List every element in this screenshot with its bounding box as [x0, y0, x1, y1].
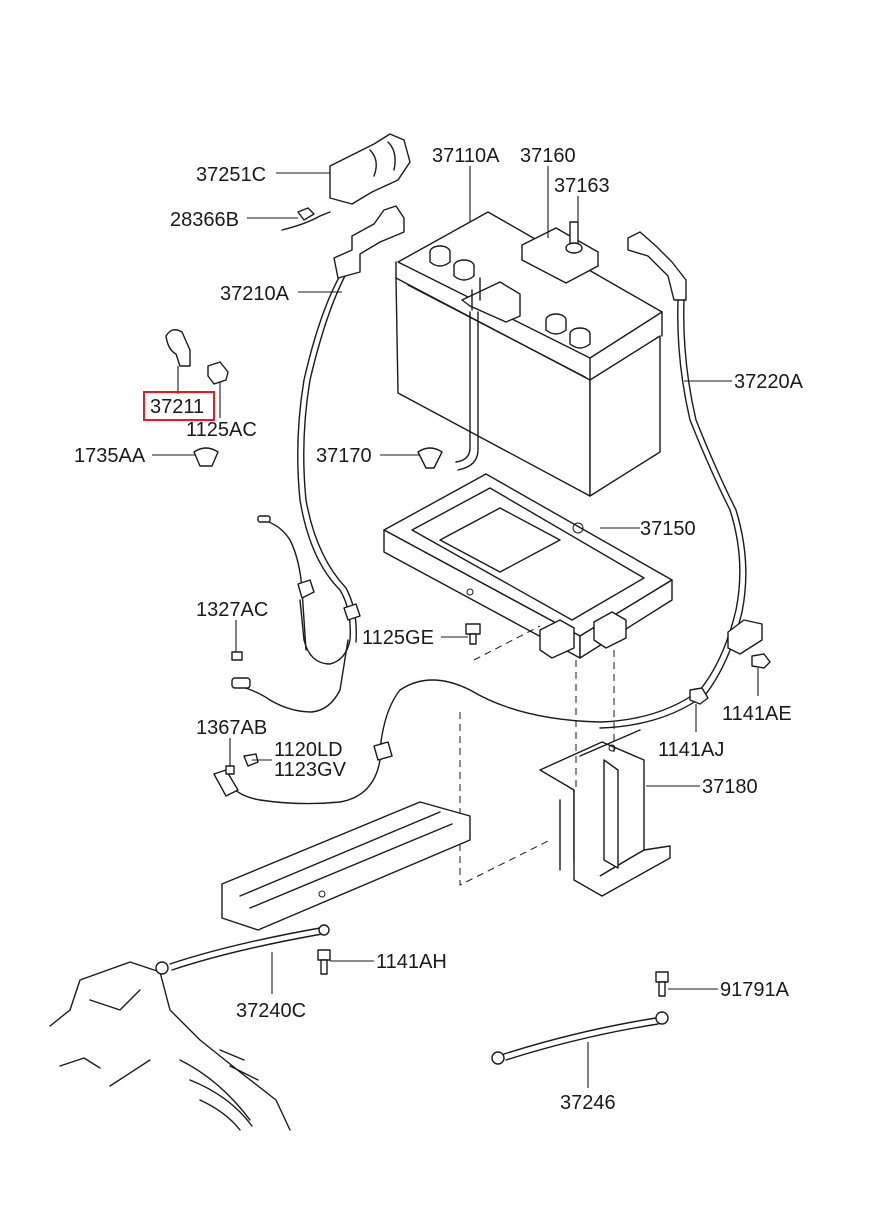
tray-bracket	[539, 650, 671, 897]
label-1327AC[interactable]: 1327AC	[196, 599, 268, 621]
highlight-box	[143, 391, 215, 421]
label-1125GE[interactable]: 1125GE	[362, 627, 434, 649]
battery-tray	[383, 473, 673, 659]
label-1735AA[interactable]: 1735AA	[74, 445, 146, 467]
hardware	[165, 329, 771, 997]
label-37211[interactable]: 37211	[150, 396, 204, 418]
label-28366B[interactable]: 28366B	[170, 209, 239, 231]
label-37251C[interactable]: 37251C	[196, 164, 266, 186]
ground-strap-b	[491, 1011, 669, 1065]
label-1367AB[interactable]: 1367AB	[196, 717, 267, 739]
label-1125AC[interactable]: 1125AC	[186, 419, 257, 441]
label-1123GV[interactable]: 1123GV	[274, 759, 347, 781]
leader-lines	[152, 166, 759, 1088]
part-labels: 37251C 28366B 37110A 37160 37163 37210A …	[74, 145, 804, 1114]
label-37246[interactable]: 37246	[560, 1092, 616, 1114]
label-37110A[interactable]: 37110A	[432, 145, 500, 167]
label-1141AJ[interactable]: 1141AJ	[658, 739, 724, 761]
label-37170[interactable]: 37170	[316, 445, 372, 467]
label-37160[interactable]: 37160	[520, 145, 576, 167]
label-37210A[interactable]: 37210A	[220, 283, 290, 305]
ground-strap-a	[155, 924, 330, 975]
label-1141AH[interactable]: 1141AH	[376, 951, 447, 973]
frame-rail	[221, 801, 471, 931]
label-37180[interactable]: 37180	[702, 776, 758, 798]
label-37163[interactable]: 37163	[554, 175, 610, 197]
drawing	[49, 133, 771, 1131]
label-1141AE[interactable]: 1141AE	[722, 703, 792, 725]
label-1120LD[interactable]: 1120LD	[274, 739, 343, 761]
positive-cable	[231, 133, 411, 713]
battery	[395, 211, 663, 497]
label-37220A[interactable]: 37220A	[734, 371, 804, 393]
engine-block	[49, 961, 291, 1131]
label-37240C[interactable]: 37240C	[236, 1000, 306, 1022]
label-91791A[interactable]: 91791A	[720, 979, 790, 1001]
label-37150[interactable]: 37150	[640, 518, 696, 540]
guide-lines	[459, 625, 551, 886]
